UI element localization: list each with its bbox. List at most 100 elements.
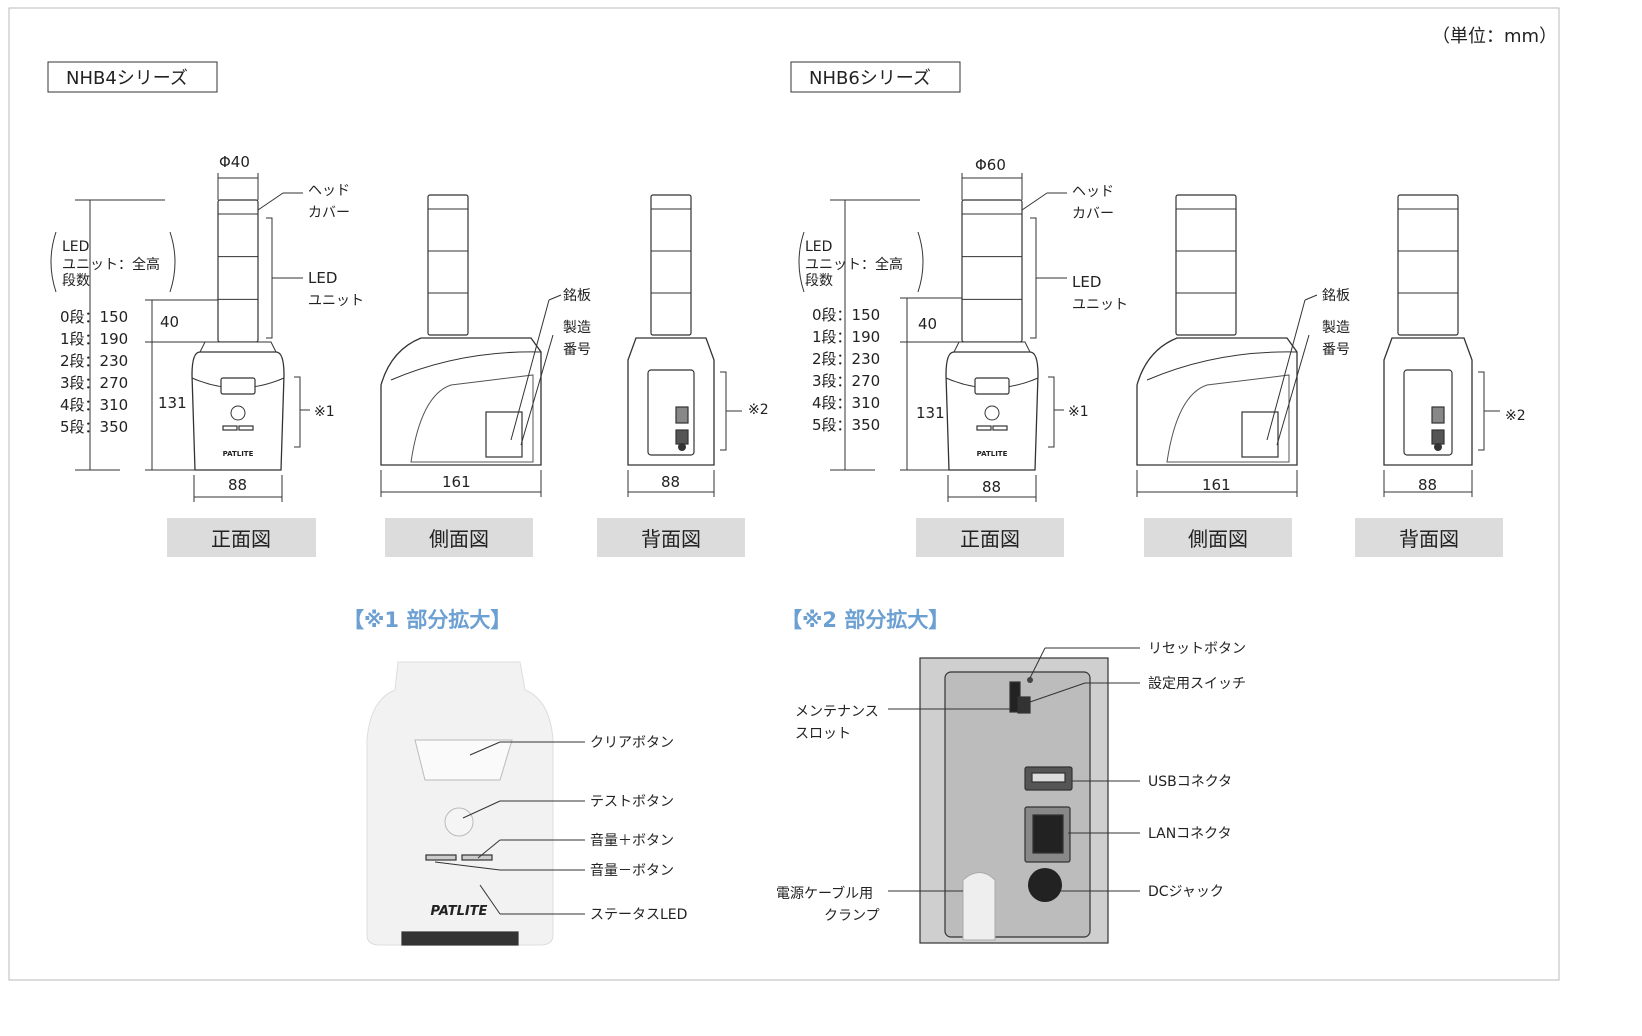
height-row: 3段：270	[60, 374, 128, 392]
width-side: 161	[1202, 476, 1231, 494]
view-label-box	[167, 518, 316, 557]
side-curve	[390, 351, 542, 381]
view-label-box	[1144, 518, 1292, 557]
detail-1: 【※1 部分拡大】 クリアボタン テストボタン 音量＋ボタン 音量－ボタン ステ…	[343, 608, 687, 923]
led-unit-label: LED	[308, 269, 337, 287]
serial-label: 番号	[1322, 342, 1350, 358]
ref-bracket	[1048, 376, 1055, 448]
height-row: 5段：350	[60, 418, 128, 436]
height-row: 4段：310	[60, 396, 128, 414]
detail-2-title: 【※2 部分拡大】	[781, 608, 949, 632]
led-unit-stack	[1397, 194, 1459, 336]
logo-mark: PATLITE	[223, 450, 254, 458]
leader-line	[510, 299, 550, 441]
volume-up-photo	[461, 854, 493, 861]
side-panel	[1166, 374, 1290, 463]
leader-line	[1029, 682, 1086, 703]
height-row: 0段：150	[812, 306, 880, 324]
head-cover-label: カバー	[308, 205, 350, 221]
height-row: 1段：190	[812, 328, 880, 346]
callout-reset-button: リセットボタン	[1148, 641, 1246, 657]
leader-line	[1304, 294, 1318, 301]
height-note: 段数	[805, 273, 833, 289]
leader-line	[479, 884, 501, 915]
series-label-box	[790, 61, 961, 93]
series-title: NHB6シリーズ	[809, 68, 931, 89]
nameplate-label: 銘板	[1322, 288, 1350, 304]
patlite-logo: PATLITE	[431, 904, 488, 919]
leader-line	[462, 800, 501, 819]
led-unit-stack	[961, 199, 1023, 343]
leader-line	[257, 192, 284, 211]
paren	[798, 231, 805, 293]
height-note: ユニット：全高	[62, 256, 160, 273]
head-cover-label: カバー	[1072, 206, 1114, 222]
series-title: NHB4シリーズ	[66, 68, 188, 89]
leader-line	[434, 861, 501, 871]
dim-unit: 40	[160, 313, 179, 331]
leader-line	[469, 741, 501, 756]
bottom-slot	[401, 931, 519, 946]
dc-jack-photo	[1028, 868, 1062, 902]
cable-clamp-photo	[962, 872, 996, 941]
series-nhb4: NHB4シリーズ Φ40 ヘッド カバー LED ユニット LED ユニット：全…	[47, 61, 769, 557]
height-note: LED	[805, 239, 832, 255]
dim-unit: 40	[918, 315, 937, 333]
height-row: 2段：230	[60, 352, 128, 370]
ref-mark-2: ※2	[1505, 408, 1526, 424]
height-row: 3段：270	[812, 372, 880, 390]
callout-lan: LANコネクタ	[1148, 826, 1232, 842]
led-unit-bracket	[1030, 217, 1037, 339]
callout-maintenance-slot: スロット	[795, 726, 851, 742]
callout-status-led: ステータスLED	[590, 907, 687, 923]
detail-2: 【※2 部分拡大】 リセットボタン 設定用スイッチ USBコネクタ LANコネク…	[776, 608, 1246, 924]
usb-port	[1431, 406, 1445, 424]
setting-switch-photo	[1017, 696, 1031, 714]
test-button	[984, 405, 1000, 421]
view-label-side: 側面図	[1188, 527, 1248, 551]
height-note: 段数	[62, 273, 90, 289]
ref-mark-1: ※1	[1068, 404, 1089, 420]
test-button	[230, 405, 246, 421]
led-unit-label: ユニット	[308, 293, 364, 309]
side-curve	[1146, 351, 1298, 381]
logo-mark: PATLITE	[977, 450, 1008, 458]
base-collar	[953, 341, 1031, 353]
leader-line	[1276, 334, 1310, 446]
callout-dc-jack: DCジャック	[1148, 884, 1224, 900]
page-frame	[8, 7, 1560, 981]
unit-note: （単位：mm）	[1432, 26, 1557, 47]
lan-port-photo	[1032, 814, 1064, 854]
dc-jack	[678, 443, 686, 451]
leader-line	[548, 294, 562, 301]
serial-label: 番号	[563, 342, 591, 358]
head-cover-label: ヘッド	[308, 183, 350, 199]
serial-label: 製造	[1322, 320, 1350, 336]
nameplate-label: 銘板	[563, 288, 591, 304]
led-unit-bracket	[266, 217, 273, 339]
paren	[50, 231, 57, 293]
callout-cable-clamp: クランプ	[824, 908, 880, 924]
view-label-box	[385, 518, 533, 557]
led-unit-stack	[650, 194, 692, 336]
lan-port	[675, 429, 689, 445]
clear-button	[220, 377, 256, 395]
volume-button	[222, 425, 238, 431]
height-row: 2段：230	[812, 350, 880, 368]
nameplate	[1241, 411, 1279, 458]
series-label-box	[47, 61, 218, 93]
ref-bracket	[294, 376, 301, 448]
height-row: 5段：350	[812, 416, 880, 434]
width-front: 88	[228, 476, 247, 494]
led-unit-label: LED	[1072, 273, 1101, 291]
nameplate	[485, 411, 523, 458]
ref-bracket	[720, 371, 727, 451]
side-panel	[410, 374, 534, 463]
view-label-box	[597, 518, 745, 557]
view-label-front: 正面図	[960, 527, 1020, 551]
leader-line	[1266, 299, 1306, 441]
front-detail-photo	[366, 661, 554, 946]
callout-volume-down: 音量－ボタン	[590, 862, 674, 879]
head-cover-label: ヘッド	[1072, 184, 1114, 200]
